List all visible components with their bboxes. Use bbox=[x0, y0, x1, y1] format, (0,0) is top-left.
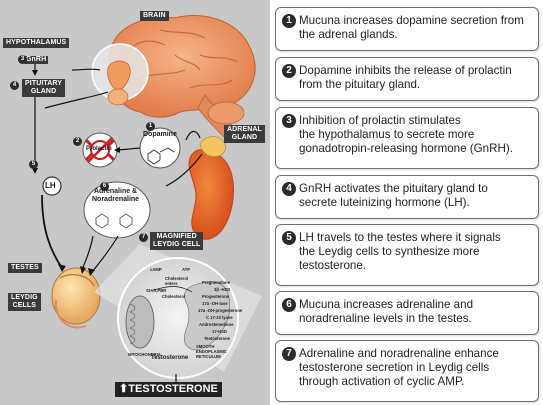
cholesterol-enters-label: Cholesterol enters bbox=[165, 276, 189, 286]
brain-label: BRAIN bbox=[140, 11, 169, 21]
step-text: Mucuna increases adrenaline and noradren… bbox=[299, 298, 474, 325]
hypothalamus-label: HYPOTHALAMUS bbox=[3, 38, 70, 48]
pregnenolone-label: Pregnenolone bbox=[202, 280, 230, 285]
camp-label: cAMP bbox=[150, 267, 162, 272]
ser-label: SMOOTH ENDOPLASMIC RETICULUM bbox=[196, 344, 227, 359]
mitochondria-shape bbox=[125, 295, 155, 349]
marker-1: 1 bbox=[146, 122, 155, 131]
magnified-label: MAGNIFIED LEYDIG CELL bbox=[150, 232, 204, 250]
marker-3: 3 bbox=[18, 55, 27, 64]
marker-5: 5 bbox=[29, 160, 38, 169]
step-item: 2 Dopamine inhibits the release of prola… bbox=[275, 57, 539, 101]
testosterone-inner-label: Testosterone bbox=[204, 336, 230, 341]
step-text: Adrenaline and noradrenaline enhance tes… bbox=[299, 347, 499, 388]
marker-4: 4 bbox=[10, 81, 19, 90]
step-number: 4 bbox=[282, 182, 296, 196]
dopamine-label: Dopamine bbox=[143, 131, 177, 138]
mitochondria-label: MITOCHONDRIA bbox=[128, 352, 161, 357]
prolactin-label: Prolactin bbox=[86, 146, 112, 152]
step-text: GnRH activates the pituitary gland to se… bbox=[299, 182, 488, 209]
adrenal-label: ADRENAL GLAND bbox=[224, 125, 265, 143]
marker-7: 7 bbox=[139, 233, 148, 242]
step-text: Dopamine inhibits the release of prolact… bbox=[299, 64, 512, 91]
hsd-label: 3β -HSD bbox=[214, 287, 231, 292]
cell-testosterone-label: Testosterone bbox=[151, 355, 189, 361]
pituitary-label: PITUITARY GLAND bbox=[22, 79, 66, 97]
c1720-label: C 17-20 lyase bbox=[206, 315, 233, 320]
leydig-label: LEYDIG CELLS bbox=[8, 293, 41, 311]
step-number: 7 bbox=[282, 347, 296, 361]
adrenaline-label: Adrenaline & Noradrenaline bbox=[92, 188, 140, 203]
step-text: Inhibition of prolactin stimulates the h… bbox=[299, 114, 513, 155]
step-number: 3 bbox=[282, 114, 296, 128]
step-item: 6 Mucuna increases adrenaline and noradr… bbox=[275, 291, 539, 335]
cholesterol-label: Cholesterol bbox=[162, 294, 186, 299]
step-number: 1 bbox=[282, 14, 296, 28]
step-item: 5 LH travels to the testes where it sign… bbox=[275, 224, 539, 286]
lh-circle bbox=[42, 176, 62, 196]
diagram-artwork bbox=[32, 15, 262, 390]
atp-label: ATP bbox=[182, 267, 191, 272]
step-item: 1 Mucuna increases dopamine secretion fr… bbox=[275, 7, 539, 51]
step-text: Mucuna increases dopamine secretion from… bbox=[299, 14, 524, 41]
marker-6: 6 bbox=[100, 182, 109, 191]
testosterone-badge: ⬆TESTOSTERONE bbox=[115, 382, 222, 397]
up-arrow-icon: ⬆ bbox=[119, 383, 129, 395]
pituitary-gland-shape bbox=[107, 60, 131, 91]
gnrh-label: GnRH bbox=[24, 56, 49, 64]
marker-2: 2 bbox=[73, 137, 82, 146]
androstenedione-label: Androstenedione bbox=[199, 322, 234, 327]
er-shape bbox=[183, 281, 231, 351]
step-number: 6 bbox=[282, 298, 296, 312]
diagram-panel: BRAIN HYPOTHALAMUS GnRH PITUITARY GLAND … bbox=[0, 0, 270, 405]
step-number: 5 bbox=[282, 231, 296, 245]
testes-shape bbox=[51, 267, 101, 329]
progesterone-label: Progesterone bbox=[202, 294, 229, 299]
step-item: 7 Adrenaline and noradrenaline enhance t… bbox=[275, 340, 539, 402]
adrenal-gland-shape bbox=[199, 136, 226, 157]
oh-lase-label: 17α -OH-lase bbox=[202, 301, 228, 306]
hsd17-label: 17-HSD bbox=[212, 329, 227, 334]
oh-progesterone-label: 17α -OH-progesterone bbox=[198, 308, 243, 313]
step-text: LH travels to the testes where it signal… bbox=[299, 231, 501, 272]
pathway-arrows bbox=[34, 58, 203, 273]
step-number: 2 bbox=[282, 64, 296, 78]
testes-label: TESTES bbox=[8, 263, 42, 273]
lh-label: LH bbox=[45, 181, 56, 190]
step-item: 4 GnRH activates the pituitary gland to … bbox=[275, 175, 539, 219]
star-pbr-label: StAR,PBR bbox=[146, 288, 167, 293]
step-item: 3 Inhibition of prolactin stimulates the… bbox=[275, 107, 539, 169]
testosterone-badge-text: TESTOSTERONE bbox=[128, 383, 218, 395]
kidney-shape bbox=[188, 136, 235, 240]
